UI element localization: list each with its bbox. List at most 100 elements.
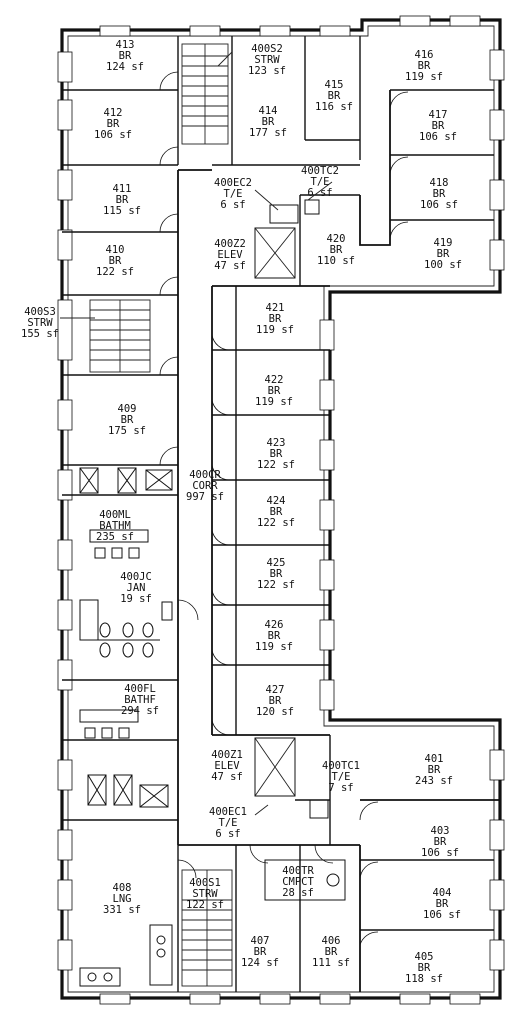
room-label-line: CORR <box>192 480 218 492</box>
room-label-line: BR <box>428 764 441 776</box>
room-label-line: 419 <box>434 237 453 249</box>
room-label-line: JAN <box>127 582 146 594</box>
room-label-line: 124 sf <box>241 957 279 969</box>
room-label-line: 331 sf <box>103 904 141 916</box>
room-label-line: 6 sf <box>220 199 245 211</box>
lounge-kitchen <box>79 924 173 987</box>
bathroom-fixtures <box>79 467 173 808</box>
room-label-line: 47 sf <box>214 260 246 272</box>
room-label-line: 424 <box>267 495 286 507</box>
bottom-room-partitions <box>177 735 494 992</box>
room-label-line: LNG <box>113 893 132 905</box>
room-label-line: BR <box>436 898 449 910</box>
room-label-line: 119 sf <box>255 641 293 653</box>
room-label-line: 6 sf <box>215 828 240 840</box>
room-label-line: 400Z2 <box>214 238 246 250</box>
windows-top-bottom <box>99 15 481 1005</box>
room-label-line: 400S2 <box>251 43 283 55</box>
room-label-line: 401 <box>425 753 444 765</box>
room-label-line: 118 sf <box>405 973 443 985</box>
room-label-line: 28 sf <box>282 887 314 899</box>
room-label-line: BR <box>269 313 282 325</box>
room-label-line: STRW <box>27 317 53 329</box>
room-label-line: 120 sf <box>256 706 294 718</box>
stair-west <box>89 299 151 373</box>
room-label-line: 422 <box>265 374 284 386</box>
room-label-line: 413 <box>116 39 135 51</box>
room-label-line: BATHM <box>99 520 131 532</box>
room-label-line: 106 sf <box>94 129 132 141</box>
room-label-line: 19 sf <box>120 593 152 605</box>
room-label-line: 400EC1 <box>209 806 247 818</box>
room-label-line: 427 <box>266 684 285 696</box>
room-label-line: 417 <box>429 109 448 121</box>
room-label-line: 106 sf <box>419 131 457 143</box>
room-label-line: 400TR <box>282 865 314 877</box>
room-label-line: ELEV <box>214 760 240 772</box>
room-label-line: BR <box>268 385 281 397</box>
room-label-line: 106 sf <box>420 199 458 211</box>
room-label-line: 400TC1 <box>322 760 360 772</box>
doors <box>159 71 409 946</box>
room-label-line: 400Z1 <box>211 749 243 761</box>
room-label-line: 175 sf <box>108 425 146 437</box>
room-label-line: BR <box>270 506 283 518</box>
room-label-line: 416 <box>415 49 434 61</box>
room-label-line: BR <box>330 244 343 256</box>
room-label-line: 410 <box>106 244 125 256</box>
elevator-south <box>254 737 296 797</box>
room-label-line: 997 sf <box>186 491 224 503</box>
room-label-line: STRW <box>254 54 280 66</box>
room-label-line: 6 sf <box>307 187 332 199</box>
windows-right <box>319 49 505 971</box>
room-label-line: 414 <box>259 105 278 117</box>
room-label-line: 412 <box>104 107 123 119</box>
room-label-line: 423 <box>267 437 286 449</box>
room-label-line: BR <box>121 414 134 426</box>
exterior-wall <box>60 18 502 1000</box>
room-label-line: BR <box>270 568 283 580</box>
stair-north <box>181 43 229 145</box>
room-label-line: CMPCT <box>282 876 314 888</box>
room-label-line: 177 sf <box>249 127 287 139</box>
room-label-line: 425 <box>267 557 286 569</box>
room-label-line: 111 sf <box>312 957 350 969</box>
middle-room-partitions <box>212 286 330 735</box>
room-label-line: BR <box>270 448 283 460</box>
room-label-line: BR <box>328 90 341 102</box>
room-label-line: 100 sf <box>424 259 462 271</box>
room-label-line: 400FL <box>124 683 156 695</box>
room-label-line: BR <box>437 248 450 260</box>
room-label-line: 47 sf <box>211 771 243 783</box>
room-label-line: BR <box>119 50 132 62</box>
room-label-line: BR <box>432 120 445 132</box>
room-label-line: BR <box>269 695 282 707</box>
room-label-line: 400ML <box>99 509 131 521</box>
room-label-line: T/E <box>332 771 351 783</box>
room-label-line: 122 sf <box>257 459 295 471</box>
room-label-line: 119 sf <box>256 324 294 336</box>
